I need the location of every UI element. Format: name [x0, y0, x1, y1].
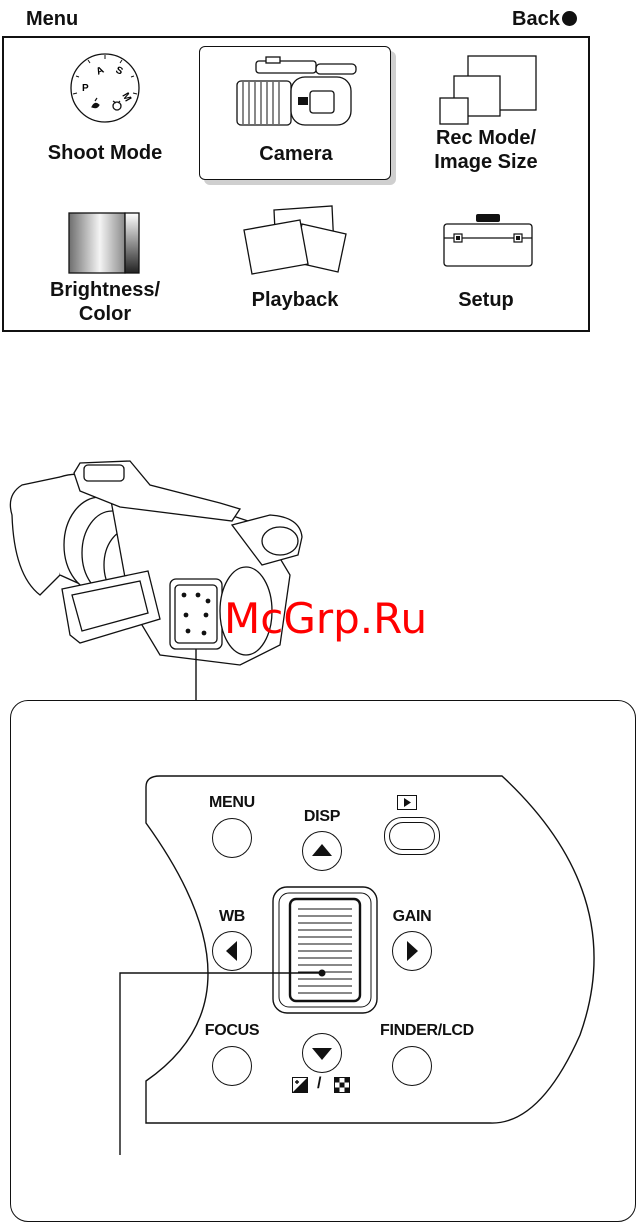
- exposure-separator: /: [317, 1075, 321, 1093]
- photos-icon: [242, 204, 350, 280]
- watermark: McGrp.Ru: [224, 594, 427, 643]
- menu-item-label: Setup: [398, 288, 574, 312]
- menu-item-playback[interactable]: Playback: [200, 200, 390, 328]
- menu-title: Menu: [26, 8, 78, 30]
- control-panel: [110, 775, 636, 1165]
- gain-right-button[interactable]: [392, 931, 432, 971]
- menu-button[interactable]: [212, 818, 252, 858]
- spotmeter-icon: [334, 1077, 350, 1093]
- focus-button[interactable]: [212, 1046, 252, 1086]
- playback-icon: [397, 795, 417, 810]
- wb-button-label: WB: [196, 908, 268, 926]
- menu-item-label-line1: Rec Mode/: [398, 126, 574, 150]
- triangle-up-icon: [303, 832, 341, 870]
- menu-item-brightness-color[interactable]: Brightness/ Color: [20, 200, 190, 328]
- triangle-left-icon: [213, 932, 251, 970]
- triangle-right-icon: [393, 932, 431, 970]
- gradient-icon: [68, 212, 142, 274]
- menu-item-label: Camera: [200, 142, 392, 166]
- menu-item-label: Playback: [200, 288, 390, 312]
- focus-button-label: FOCUS: [196, 1022, 268, 1040]
- image-size-icon: [438, 54, 538, 126]
- gain-button-label: GAIN: [376, 908, 448, 926]
- camcorder-illustration: [0, 455, 330, 700]
- toolbox-icon: [442, 212, 534, 268]
- dial-letter-p: P: [82, 83, 89, 94]
- menu-item-label: Shoot Mode: [20, 141, 190, 165]
- finder-lcd-button[interactable]: [392, 1046, 432, 1086]
- menu-item-shoot-mode[interactable]: A S P M Shoot Mode: [20, 46, 190, 180]
- menu-item-label-line2: Image Size: [398, 150, 574, 174]
- playback-button[interactable]: [384, 817, 440, 855]
- menu-button-label: MENU: [196, 794, 268, 812]
- camcorder-icon: [234, 55, 358, 129]
- exposure-icon: [292, 1077, 308, 1093]
- menu-item-rec-mode[interactable]: Rec Mode/ Image Size: [398, 46, 574, 180]
- triangle-down-icon: [303, 1034, 341, 1072]
- back-label: Back: [512, 8, 560, 30]
- menu-item-label-line2: Color: [20, 302, 190, 326]
- back-dot-icon: [562, 11, 577, 26]
- mode-dial-icon: A S P M: [68, 51, 142, 125]
- wb-left-button[interactable]: [212, 931, 252, 971]
- menu-item-camera[interactable]: Camera: [199, 46, 391, 180]
- exposure-spotmeter-label: /: [292, 1076, 354, 1094]
- menu-item-label-line1: Brightness/: [20, 278, 190, 302]
- exposure-down-button[interactable]: [302, 1033, 342, 1073]
- finder-lcd-button-label: FINDER/LCD: [368, 1022, 486, 1040]
- disp-button-label: DISP: [286, 808, 358, 826]
- disp-up-button[interactable]: [302, 831, 342, 871]
- menu-screen: Menu Back A S P M Shoot Mode: [0, 0, 592, 334]
- back-button[interactable]: Back: [512, 8, 577, 30]
- menu-item-setup[interactable]: Setup: [398, 200, 574, 328]
